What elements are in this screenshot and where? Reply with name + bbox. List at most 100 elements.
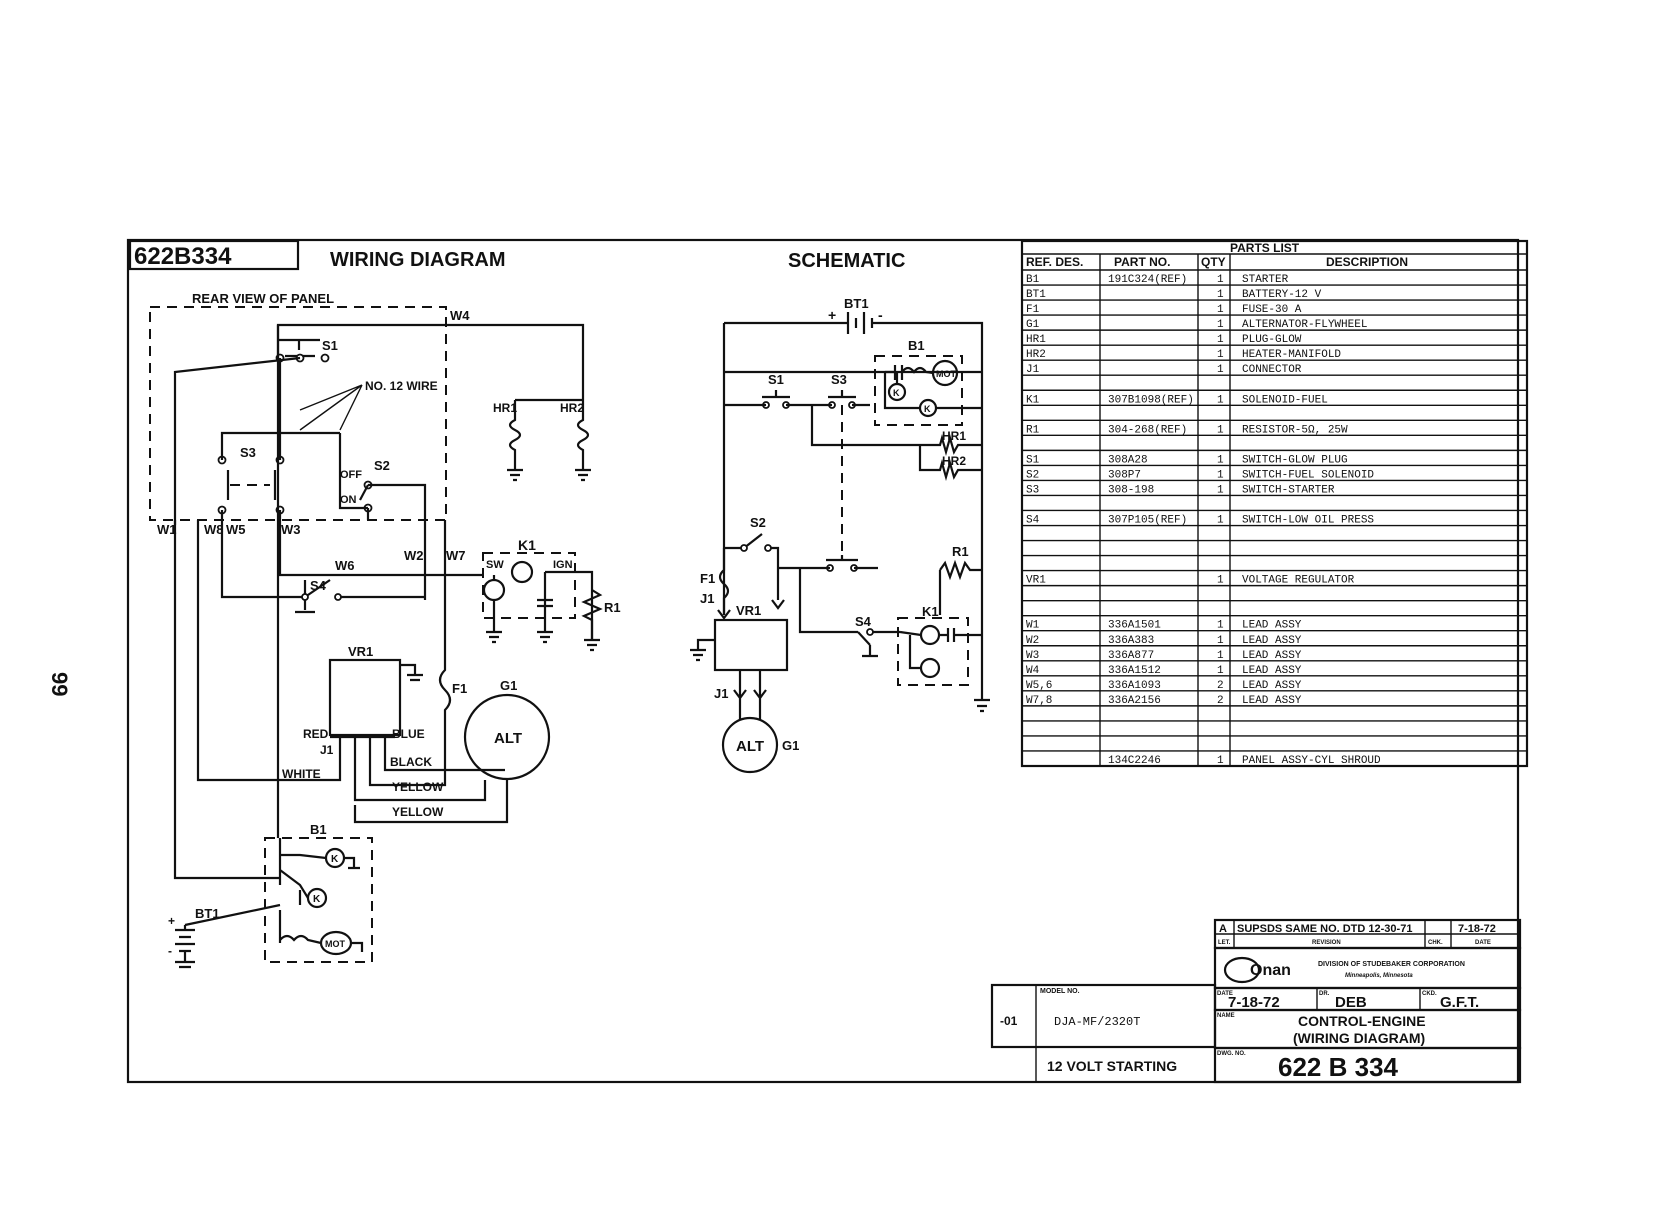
s3-label: S3 xyxy=(240,445,256,460)
parts-cell-ref: BT1 xyxy=(1026,289,1046,301)
wiring-diagram: REAR VIEW OF PANEL W4 S1 NO. 12 WIRE S3 … xyxy=(149,291,621,969)
parts-cell-ref: HR2 xyxy=(1026,349,1046,361)
dwg-field: DWG. NO. xyxy=(1217,1051,1246,1057)
parts-cell-ref: B1 xyxy=(1026,274,1040,286)
parts-cell-ref: J1 xyxy=(1026,364,1040,376)
parts-cell-qty: 1 xyxy=(1217,575,1224,587)
starting-voltage: 12 VOLT STARTING xyxy=(1047,1058,1177,1074)
parts-cell-ref: W5,6 xyxy=(1026,680,1052,692)
name-value-1: CONTROL-ENGINE xyxy=(1298,1013,1426,1029)
model-field: MODEL NO. xyxy=(1040,988,1080,995)
header-ref-des: REF. DES. xyxy=(1026,255,1083,269)
parts-cell-description: LEAD ASSY xyxy=(1242,665,1302,677)
b1-k-upper-label: K xyxy=(331,854,339,865)
parts-cell-part-no: 308P7 xyxy=(1108,469,1141,481)
dr-field: DR. xyxy=(1319,991,1330,997)
sch-s3-label: S3 xyxy=(831,372,847,387)
rev-letter: A xyxy=(1219,923,1227,935)
ltr-label: LET. xyxy=(1218,940,1231,946)
parts-cell-ref: VR1 xyxy=(1026,575,1046,587)
sch-k1-label: K1 xyxy=(922,604,939,619)
w7-label: W7 xyxy=(446,548,466,563)
model-value: DJA-MF/2320T xyxy=(1054,1015,1140,1029)
schematic-title: SCHEMATIC xyxy=(788,250,905,272)
parts-cell-description: CONNECTOR xyxy=(1242,364,1302,376)
w2-label: W2 xyxy=(404,548,424,563)
parts-cell-ref: W3 xyxy=(1026,650,1039,662)
w1-label: W1 xyxy=(157,522,177,537)
sch-bt1-plus: + xyxy=(828,307,836,323)
company-name: Onan xyxy=(1250,962,1291,979)
sch-g1-label: G1 xyxy=(782,738,799,753)
parts-cell-part-no: 307P105(REF) xyxy=(1108,515,1187,527)
b1-label: B1 xyxy=(310,822,327,837)
sch-b1-k2-label: K xyxy=(924,404,931,414)
parts-cell-part-no: 336A383 xyxy=(1108,635,1154,647)
g1-label: G1 xyxy=(500,678,517,693)
parts-cell-description: STARTER xyxy=(1242,274,1289,286)
s2-on-label: ON xyxy=(340,494,357,506)
parts-cell-ref: F1 xyxy=(1026,304,1040,316)
header-qty: QTY xyxy=(1201,255,1226,269)
parts-cell-qty: 1 xyxy=(1217,319,1224,331)
parts-cell-ref: G1 xyxy=(1026,319,1040,331)
parts-cell-description: PLUG-GLOW xyxy=(1242,334,1302,346)
division-label: DIVISION OF STUDEBAKER CORPORATION xyxy=(1318,961,1465,968)
j1-label: J1 xyxy=(320,743,334,757)
header-description: DESCRIPTION xyxy=(1326,255,1408,269)
sch-b1-label: B1 xyxy=(908,338,925,353)
ckd-field: CKD. xyxy=(1422,991,1437,997)
parts-cell-part-no: 304-268(REF) xyxy=(1108,424,1187,436)
s2-off-label: OFF xyxy=(340,469,362,481)
parts-cell-part-no: 336A1512 xyxy=(1108,665,1161,677)
parts-cell-description: SWITCH-FUEL SOLENOID xyxy=(1242,469,1374,481)
parts-cell-qty: 1 xyxy=(1217,755,1224,767)
r1-label: R1 xyxy=(604,600,621,615)
sch-bt1-minus: - xyxy=(878,307,883,323)
chk-label: CHK. xyxy=(1428,940,1443,946)
w6-label: W6 xyxy=(335,558,355,573)
parts-cell-qty: 1 xyxy=(1217,349,1224,361)
parts-cell-description: ALTERNATOR-FLYWHEEL xyxy=(1242,319,1367,331)
parts-cell-part-no: 307B1098(REF) xyxy=(1108,394,1194,406)
svg-text:+: + xyxy=(168,914,175,928)
parts-cell-qty: 1 xyxy=(1217,620,1224,632)
k1-ign-label: IGN xyxy=(553,559,573,571)
parts-cell-description: SWITCH-GLOW PLUG xyxy=(1242,454,1348,466)
parts-cell-qty: 1 xyxy=(1217,650,1224,662)
black-wire-label: BLACK xyxy=(390,755,432,769)
rev-text: SUPSDS SAME NO. DTD 12-30-71 xyxy=(1237,923,1412,935)
s4-label: S4 xyxy=(310,578,327,593)
no12-wire-label: NO. 12 WIRE xyxy=(365,379,438,393)
sch-b1-mot-label: MOT xyxy=(936,369,956,379)
parts-cell-description: LEAD ASSY xyxy=(1242,620,1302,632)
parts-cell-qty: 1 xyxy=(1217,364,1224,376)
f1-label: F1 xyxy=(452,681,467,696)
parts-cell-part-no: 308A28 xyxy=(1108,454,1148,466)
date-value: 7-18-72 xyxy=(1228,994,1280,1011)
parts-cell-qty: 1 xyxy=(1217,289,1224,301)
parts-cell-description: LEAD ASSY xyxy=(1242,680,1302,692)
parts-cell-ref: S2 xyxy=(1026,469,1039,481)
yellow-wire-label-1: YELLOW xyxy=(392,780,444,794)
parts-cell-part-no: 336A877 xyxy=(1108,650,1154,662)
w5-label: W5 xyxy=(226,522,246,537)
sch-r1-label: R1 xyxy=(952,544,969,559)
parts-cell-description: VOLTAGE REGULATOR xyxy=(1242,575,1355,587)
sch-hr2-label: HR2 xyxy=(942,454,966,468)
sch-bt1-label: BT1 xyxy=(844,296,869,311)
parts-cell-qty: 1 xyxy=(1217,665,1224,677)
k1-sw-label: SW xyxy=(486,559,504,571)
parts-cell-description: SWITCH-STARTER xyxy=(1242,484,1335,496)
parts-cell-part-no: 336A1093 xyxy=(1108,680,1161,692)
sch-alt-label: ALT xyxy=(736,738,764,755)
parts-cell-qty: 1 xyxy=(1217,515,1224,527)
parts-cell-part-no: 134C2246 xyxy=(1108,755,1161,767)
date-field: DATE xyxy=(1217,991,1233,997)
parts-cell-ref: W2 xyxy=(1026,635,1039,647)
parts-cell-description: HEATER-MANIFOLD xyxy=(1242,349,1341,361)
white-wire-label: WHITE xyxy=(282,767,321,781)
